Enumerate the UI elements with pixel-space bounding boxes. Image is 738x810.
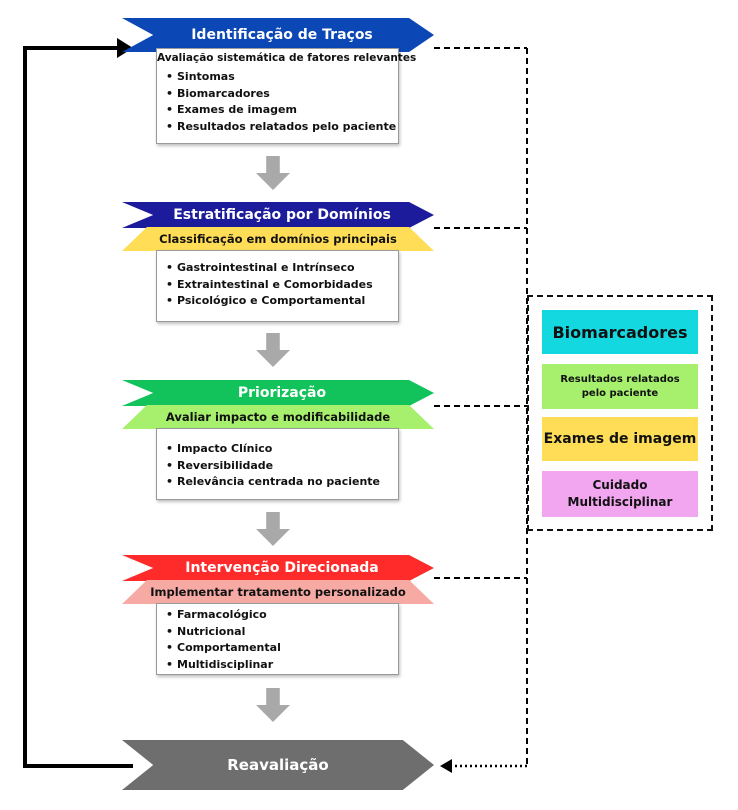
stage-3-title: Priorização — [237, 385, 327, 401]
list-item: Nutricional — [157, 624, 398, 641]
stage-4-banner: Intervenção Direcionada — [122, 555, 434, 581]
stage-3-subtitle-banner: Avaliar impacto e modificabilidade — [122, 405, 434, 429]
stage-4-subtitle-banner: Implementar tratamento personalizado — [122, 580, 434, 604]
list-item: Exames de imagem — [157, 102, 398, 119]
legend-label: Resultados relatados pelo paciente — [560, 373, 680, 399]
stage-1-description: Avaliação sistemática de fatores relevan… — [157, 52, 417, 64]
stage-2-subtitle-banner: Classificação em domínios principais — [122, 227, 434, 251]
list-item: Reversibilidade — [157, 458, 398, 475]
reavaliacao-title: Reavaliação — [227, 756, 329, 774]
dotted-link-arrowhead — [440, 759, 452, 773]
list-item: Biomarcadores — [157, 86, 398, 103]
list-item: Comportamental — [157, 640, 398, 657]
legend-item-exames: Exames de imagem — [542, 417, 698, 461]
stage-3-subtitle: Avaliar impacto e modificabilidade — [165, 410, 391, 424]
list-item: Extraintestinal e Comorbidades — [157, 277, 398, 294]
feedback-loop-arrowhead — [117, 38, 133, 58]
stage-2-list: Gastrointestinal e Intrínseco Extraintes… — [157, 260, 398, 310]
feedback-loop-line — [23, 46, 133, 768]
list-item: Gastrointestinal e Intrínseco — [157, 260, 398, 277]
legend-label: Exames de imagem — [543, 431, 697, 447]
stage-1-list: Sintomas Biomarcadores Exames de imagem … — [157, 69, 398, 135]
stage-4-subtitle: Implementar tratamento personalizado — [150, 585, 406, 599]
stage-3-box: Impacto Clínico Reversibilidade Relevânc… — [156, 428, 399, 500]
stage-3-banner: Priorização — [122, 380, 434, 406]
legend-panel: Biomarcadores Resultados relatados pelo … — [527, 295, 713, 531]
list-item: Farmacológico — [157, 607, 398, 624]
legend-item-biomarcadores: Biomarcadores — [542, 310, 698, 354]
stage-4-list: Farmacológico Nutricional Comportamental… — [157, 607, 398, 673]
stage-2-banner: Estratificação por Domínios — [122, 202, 434, 228]
stage-2-box: Gastrointestinal e Intrínseco Extraintes… — [156, 250, 399, 322]
stage-4-title: Intervenção Direcionada — [185, 560, 379, 576]
stage-1-banner: Identificação de Traços — [122, 18, 434, 52]
legend-label: Cuidado Multidisciplinar — [567, 478, 673, 509]
stage-1-title: Identificação de Traços — [191, 27, 373, 43]
list-item: Sintomas — [157, 69, 398, 86]
list-item: Resultados relatados pelo paciente — [157, 119, 398, 136]
stage-1-box: Avaliação sistemática de fatores relevan… — [156, 48, 417, 144]
reavaliacao-banner: Reavaliação — [122, 740, 434, 790]
stage-4-box: Farmacológico Nutricional Comportamental… — [156, 603, 399, 675]
stage-3-list: Impacto Clínico Reversibilidade Relevânc… — [157, 441, 398, 491]
stage-2-subtitle: Classificação em domínios principais — [159, 232, 397, 246]
legend-item-resultados: Resultados relatados pelo paciente — [542, 364, 698, 409]
stage-2-title: Estratificação por Domínios — [173, 207, 391, 223]
legend-label: Biomarcadores — [552, 322, 688, 342]
list-item: Relevância centrada no paciente — [157, 474, 398, 491]
legend-item-multidisciplinar: Cuidado Multidisciplinar — [542, 471, 698, 517]
list-item: Psicológico e Comportamental — [157, 293, 398, 310]
list-item: Impacto Clínico — [157, 441, 398, 458]
list-item: Multidisciplinar — [157, 657, 398, 674]
